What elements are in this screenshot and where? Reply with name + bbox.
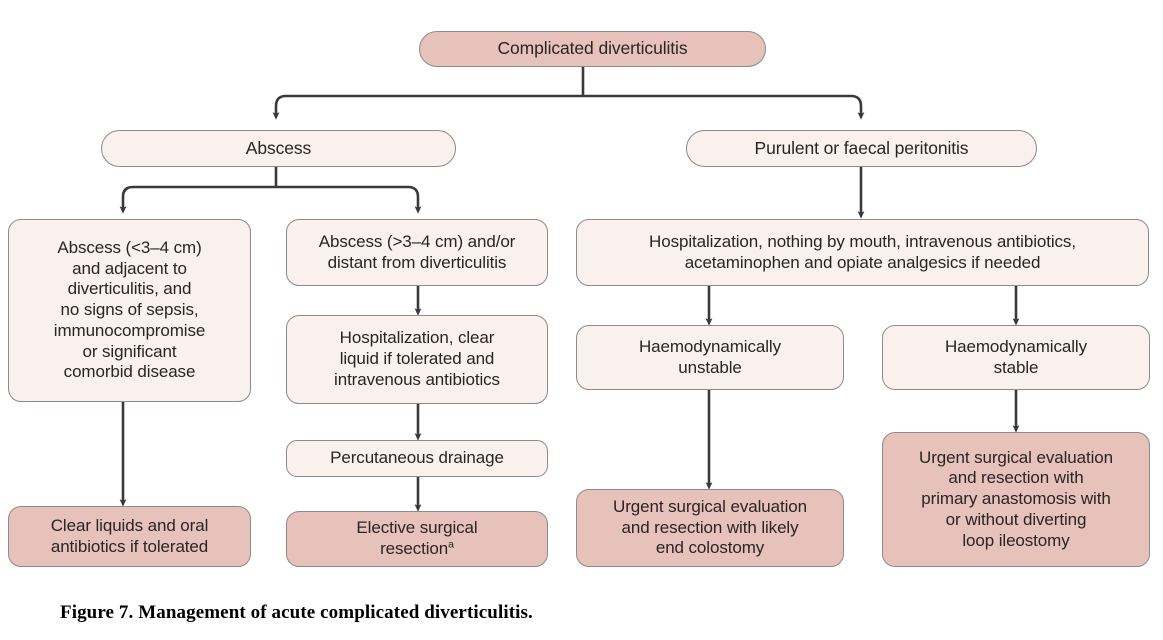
node-haemodynamically-stable[interactable]: Haemodynamically stable	[882, 325, 1150, 390]
node-label: Abscess (<3–4 cm) and adjacent to divert…	[53, 237, 206, 382]
edge-abscess-to-large	[276, 185, 422, 214]
node-label: Percutaneous drainage	[330, 448, 504, 468]
node-label: Abscess	[245, 137, 312, 158]
node-label: Hospitalization, clear liquid if tolerat…	[334, 328, 500, 389]
node-label: Complicated diverticulitis	[497, 38, 688, 59]
node-label: Urgent surgical evaluation and resection…	[613, 496, 807, 558]
node-haemodynamically-unstable[interactable]: Haemodynamically unstable	[576, 325, 844, 390]
node-label: Abscess (>3–4 cm) and/or distant from di…	[318, 231, 516, 272]
figure-caption: Figure 7. Management of acute complicate…	[60, 602, 533, 623]
edge-root-to-peritonitis	[583, 94, 865, 120]
node-label-text: Elective surgical resection	[356, 518, 478, 558]
edge-root-to-abscess	[272, 94, 583, 120]
edge-abscess-to-small	[119, 185, 276, 214]
node-label: Hospitalization, nothing by mouth, intra…	[649, 231, 1076, 272]
node-complicated-diverticulitis[interactable]: Complicated diverticulitis	[419, 31, 766, 67]
node-abscess-large[interactable]: Abscess (>3–4 cm) and/or distant from di…	[286, 219, 548, 286]
node-label: Clear liquids and oral antibiotics if to…	[50, 515, 209, 556]
footnote-marker: a	[448, 538, 454, 551]
node-purulent-faecal-peritonitis[interactable]: Purulent or faecal peritonitis	[686, 130, 1037, 167]
node-label: Elective surgical resectiona	[295, 518, 539, 559]
node-urgent-end-colostomy[interactable]: Urgent surgical evaluation and resection…	[576, 489, 844, 567]
node-label: Haemodynamically unstable	[638, 336, 781, 377]
node-clear-liquids-oral-antibiotics[interactable]: Clear liquids and oral antibiotics if to…	[8, 506, 251, 567]
node-label: Urgent surgical evaluation and resection…	[919, 447, 1113, 550]
node-hospitalization-clear-liquid[interactable]: Hospitalization, clear liquid if tolerat…	[286, 315, 548, 404]
node-label: Haemodynamically stable	[944, 336, 1087, 377]
node-urgent-primary-anastomosis[interactable]: Urgent surgical evaluation and resection…	[882, 432, 1150, 567]
node-hospitalization-npo[interactable]: Hospitalization, nothing by mouth, intra…	[576, 219, 1149, 286]
node-abscess-small[interactable]: Abscess (<3–4 cm) and adjacent to divert…	[8, 219, 251, 402]
node-elective-surgical-resection[interactable]: Elective surgical resectiona	[286, 511, 548, 567]
node-abscess[interactable]: Abscess	[101, 130, 456, 167]
node-label: Purulent or faecal peritonitis	[754, 137, 969, 158]
node-percutaneous-drainage[interactable]: Percutaneous drainage	[286, 440, 548, 477]
